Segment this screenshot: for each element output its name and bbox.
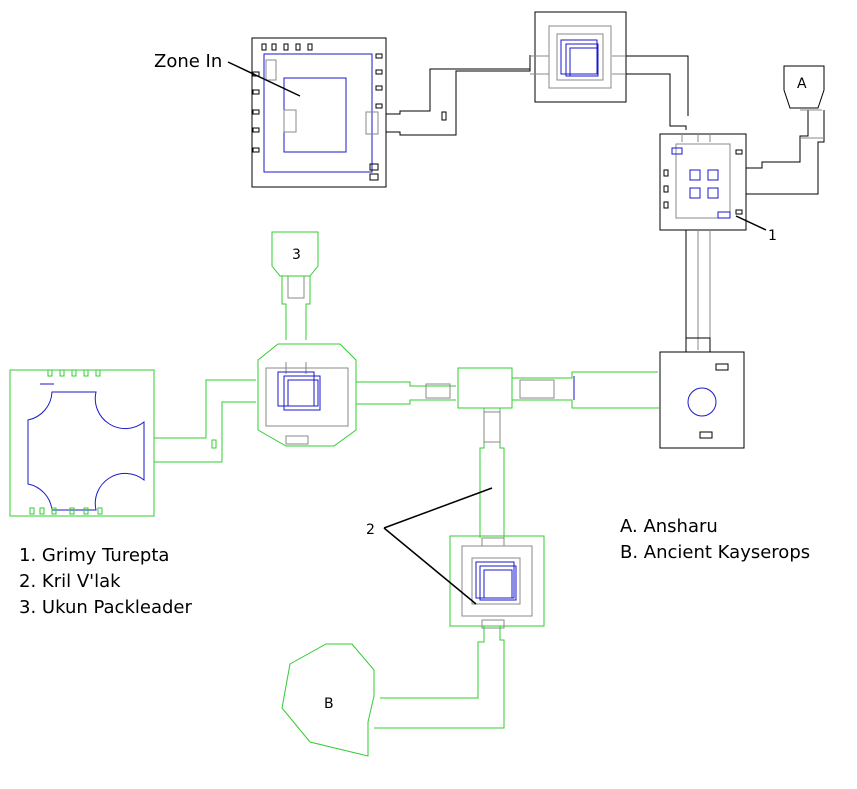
legend-lettered-mobs: A. Ansharu B. Ancient Kayserops: [620, 514, 810, 566]
legend-item: 1. Grimy Turepta: [19, 545, 170, 566]
room-1: [659, 133, 747, 231]
marker-a-label: A: [797, 76, 807, 92]
west-cross-room: [9, 369, 155, 517]
zone-in-label: Zone In: [154, 51, 222, 72]
top-room: [530, 11, 631, 103]
room-a: [783, 65, 825, 109]
marker-1-label: 1: [768, 228, 777, 244]
upper-level: [251, 11, 825, 449]
zone-in-room: [251, 37, 387, 188]
mid-junction: [457, 367, 513, 409]
east-room: [659, 351, 745, 449]
upper-corridor: [386, 55, 531, 136]
mid-corridor: [356, 381, 456, 405]
lower-level: [9, 231, 660, 757]
legend-item: A. Ansharu: [620, 516, 718, 537]
marker-1-leader: [735, 215, 767, 231]
north-corridor: [281, 276, 311, 340]
legend-item: B. Ancient Kayserops: [620, 542, 811, 563]
zone-in-leader: [227, 61, 301, 97]
south-room: [449, 535, 545, 629]
callout-lines: [227, 61, 767, 605]
south-corridor-b: [374, 626, 505, 729]
upper-corridor-east: [626, 55, 689, 130]
corridor-to-a: [746, 110, 825, 195]
room-b: [281, 643, 375, 757]
legend-named-mobs: 1. Grimy Turepta 2. Kril V'lak 3. Ukun P…: [19, 543, 192, 621]
marker-3-label: 3: [292, 247, 301, 263]
legend-item: 3. Ukun Packleader: [19, 597, 192, 618]
room-3: [271, 231, 319, 277]
descent-west: [685, 230, 699, 342]
central-west-room: [257, 343, 357, 447]
west-corridor: [154, 379, 256, 463]
marker-b-label: B: [324, 696, 334, 712]
east-corridor: [512, 371, 660, 409]
legend-item: 2. Kril V'lak: [19, 571, 121, 592]
marker-2-leader: [383, 487, 493, 605]
marker-2-label: 2: [366, 522, 375, 538]
